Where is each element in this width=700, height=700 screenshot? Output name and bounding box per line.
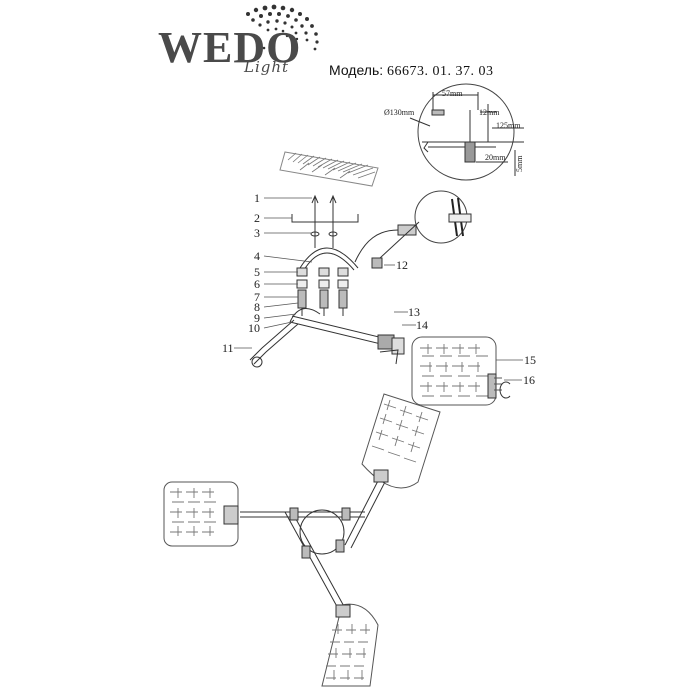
model-label: Модель:	[329, 62, 384, 78]
mount-bracket-assembly	[291, 190, 472, 271]
dim-height: 125mm	[496, 121, 521, 130]
brand-script: Light	[244, 58, 290, 76]
callout-11: 11	[222, 341, 234, 355]
callout-6: 6	[254, 277, 260, 291]
mount-dimension-detail	[409, 83, 524, 181]
fastener-stack	[296, 267, 349, 316]
callout-14: 14	[416, 318, 428, 332]
callout-16: 16	[523, 373, 535, 387]
model-row: Модель: 66673. 01. 37. 03	[329, 62, 494, 80]
model-number: 66673. 01. 37. 03	[387, 64, 494, 79]
callout-7: 7	[254, 290, 260, 304]
callout-3: 3	[254, 226, 260, 240]
callout-10: 10	[248, 321, 260, 335]
callout-15: 15	[524, 353, 536, 367]
callout-4: 4	[254, 249, 260, 263]
callout-2: 2	[254, 211, 260, 225]
callout-1: 1	[254, 191, 260, 205]
arm-with-shade	[249, 308, 511, 406]
dim-diameter: Ø130mm	[384, 108, 415, 117]
callout-9: 9	[254, 311, 260, 325]
callout-12: 12	[396, 258, 408, 272]
dim-offset: 12mm	[479, 108, 500, 117]
dim-top-width: 57mm	[442, 89, 463, 98]
callout-leaders	[234, 197, 523, 381]
callout-5: 5	[254, 265, 260, 279]
ceiling-plate	[279, 151, 379, 187]
assembled-fixture	[163, 393, 441, 687]
callout-13: 13	[408, 305, 420, 319]
dim-base-width: 20mm	[485, 153, 506, 162]
dim-thickness: 5mm	[515, 155, 524, 172]
brand-wordmark: WEDO	[158, 23, 302, 72]
callout-8: 8	[254, 300, 260, 314]
